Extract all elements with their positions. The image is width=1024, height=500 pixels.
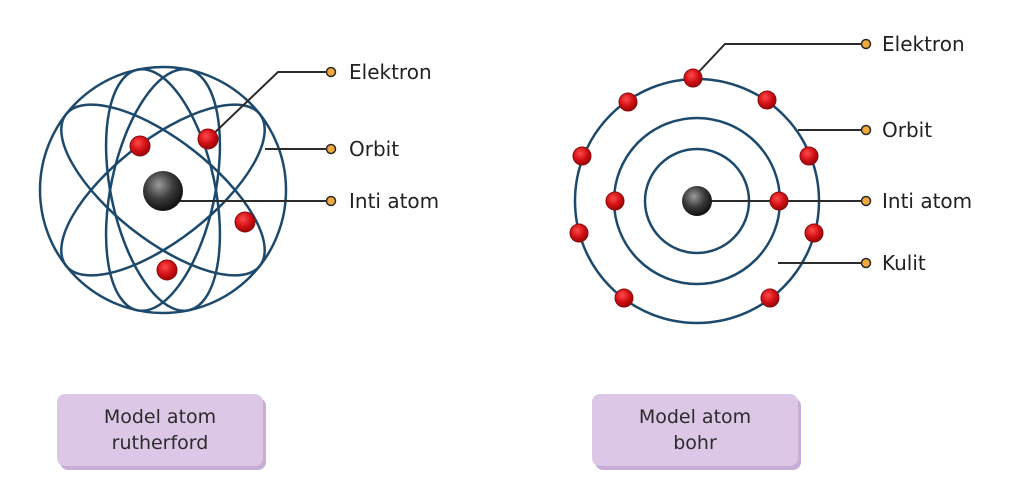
bohr-electron	[569, 223, 589, 243]
rutherford-nucleus	[143, 171, 183, 211]
bohr-electron	[769, 191, 789, 211]
rutherford-atom	[38, 65, 337, 315]
bohr-label-nucleus: Inti atom	[882, 189, 973, 213]
bohr-electron	[614, 288, 634, 308]
bohr-label-electron: Elektron	[882, 32, 965, 56]
rutherford-label-electron: Elektron	[349, 60, 432, 84]
rutherford-electron	[197, 128, 219, 150]
rutherford-electron-leader	[207, 71, 330, 140]
bohr-electron	[760, 288, 780, 308]
leader-dot	[325, 66, 337, 78]
bohr-electron	[618, 92, 638, 112]
rutherford-orbit	[60, 103, 266, 277]
bohr-electron	[605, 191, 625, 211]
rutherford-label-orbit: Orbit	[349, 137, 400, 161]
bohr-electron	[799, 146, 819, 166]
rutherford-electron	[234, 211, 256, 233]
leader-dot	[860, 257, 872, 269]
leader-dot	[325, 195, 337, 207]
bohr-label-shell: Kulit	[882, 251, 926, 275]
bohr-electron	[804, 223, 824, 243]
bohr-electron	[683, 68, 703, 88]
rutherford-caption: Model atom rutherford	[57, 394, 263, 466]
rutherford-orbit	[104, 67, 222, 313]
rutherford-electron	[156, 259, 178, 281]
bohr-caption: Model atom bohr	[592, 394, 798, 466]
rutherford-caption-line1: Model atom	[103, 406, 217, 428]
rutherford-label-nucleus: Inti atom	[349, 189, 440, 213]
rutherford-electron	[129, 135, 151, 157]
bohr-electron	[572, 146, 592, 166]
bohr-atom	[569, 38, 872, 325]
rutherford-caption-line2: rutherford	[111, 432, 209, 454]
bohr-electron	[757, 90, 777, 110]
bohr-caption-line1: Model atom	[638, 406, 752, 428]
bohr-label-orbit: Orbit	[882, 118, 933, 142]
leader-dot	[860, 124, 872, 136]
bohr-nucleus	[682, 186, 712, 216]
leader-dot	[860, 38, 872, 50]
bohr-caption-line2: bohr	[673, 432, 717, 454]
leader-dot	[325, 143, 337, 155]
rutherford-outer-orbit	[38, 65, 288, 315]
bohr-electron-leader	[692, 43, 864, 79]
leader-dot	[860, 195, 872, 207]
